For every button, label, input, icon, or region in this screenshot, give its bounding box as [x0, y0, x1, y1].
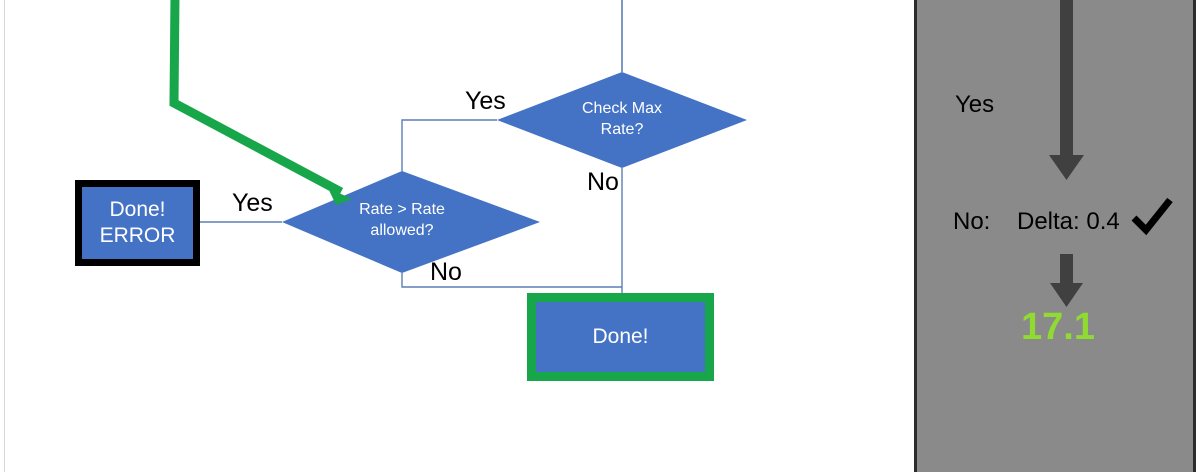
node-done-error[interactable]: Done! ERROR — [75, 180, 200, 266]
diamond-rate-check-line2: allowed? — [370, 221, 434, 239]
panel-delta-label: Delta: 0.4 — [1017, 208, 1120, 235]
green-highlight-arrow — [169, 0, 352, 205]
check-mark-icon — [1131, 197, 1173, 236]
done-error-line2: ERROR — [99, 224, 176, 247]
diamond-check-max-rate — [497, 72, 747, 168]
edge-label-rate-check-yes: Yes — [232, 189, 273, 217]
done-error-line1: Done! — [109, 198, 166, 222]
node-done[interactable]: Done! — [527, 293, 714, 381]
edge-label-rate-check-no: No — [430, 258, 462, 286]
connector-checkmax-yes — [401, 119, 497, 171]
diamond-check-max-line2: Rate? — [600, 120, 644, 138]
right-detail-panel: Yes No: Delta: 0.4 17.1 — [914, 0, 1196, 472]
panel-arrow-group — [1049, 0, 1084, 307]
diamond-check-max-label: Check Max Rate? — [542, 99, 702, 141]
arrow-down-long-icon — [1049, 0, 1084, 180]
connector-rate-no — [401, 273, 622, 288]
done-line1: Done! — [592, 325, 649, 349]
panel-result-value: 17.1 — [1021, 306, 1095, 348]
diamond-rate-check-label: Rate > Rate allowed? — [322, 200, 482, 242]
edge-label-check-max-yes: Yes — [465, 87, 506, 115]
panel-yes-label: Yes — [955, 91, 995, 118]
arrow-down-short-icon — [1050, 254, 1083, 307]
diamond-rate-check-line1: Rate > Rate — [359, 201, 445, 218]
diamond-check-max-line1: Check Max — [581, 100, 663, 117]
edge-label-check-max-no: No — [587, 168, 619, 196]
panel-no-label: No: — [953, 208, 991, 235]
canvas-left-seam — [4, 0, 5, 472]
